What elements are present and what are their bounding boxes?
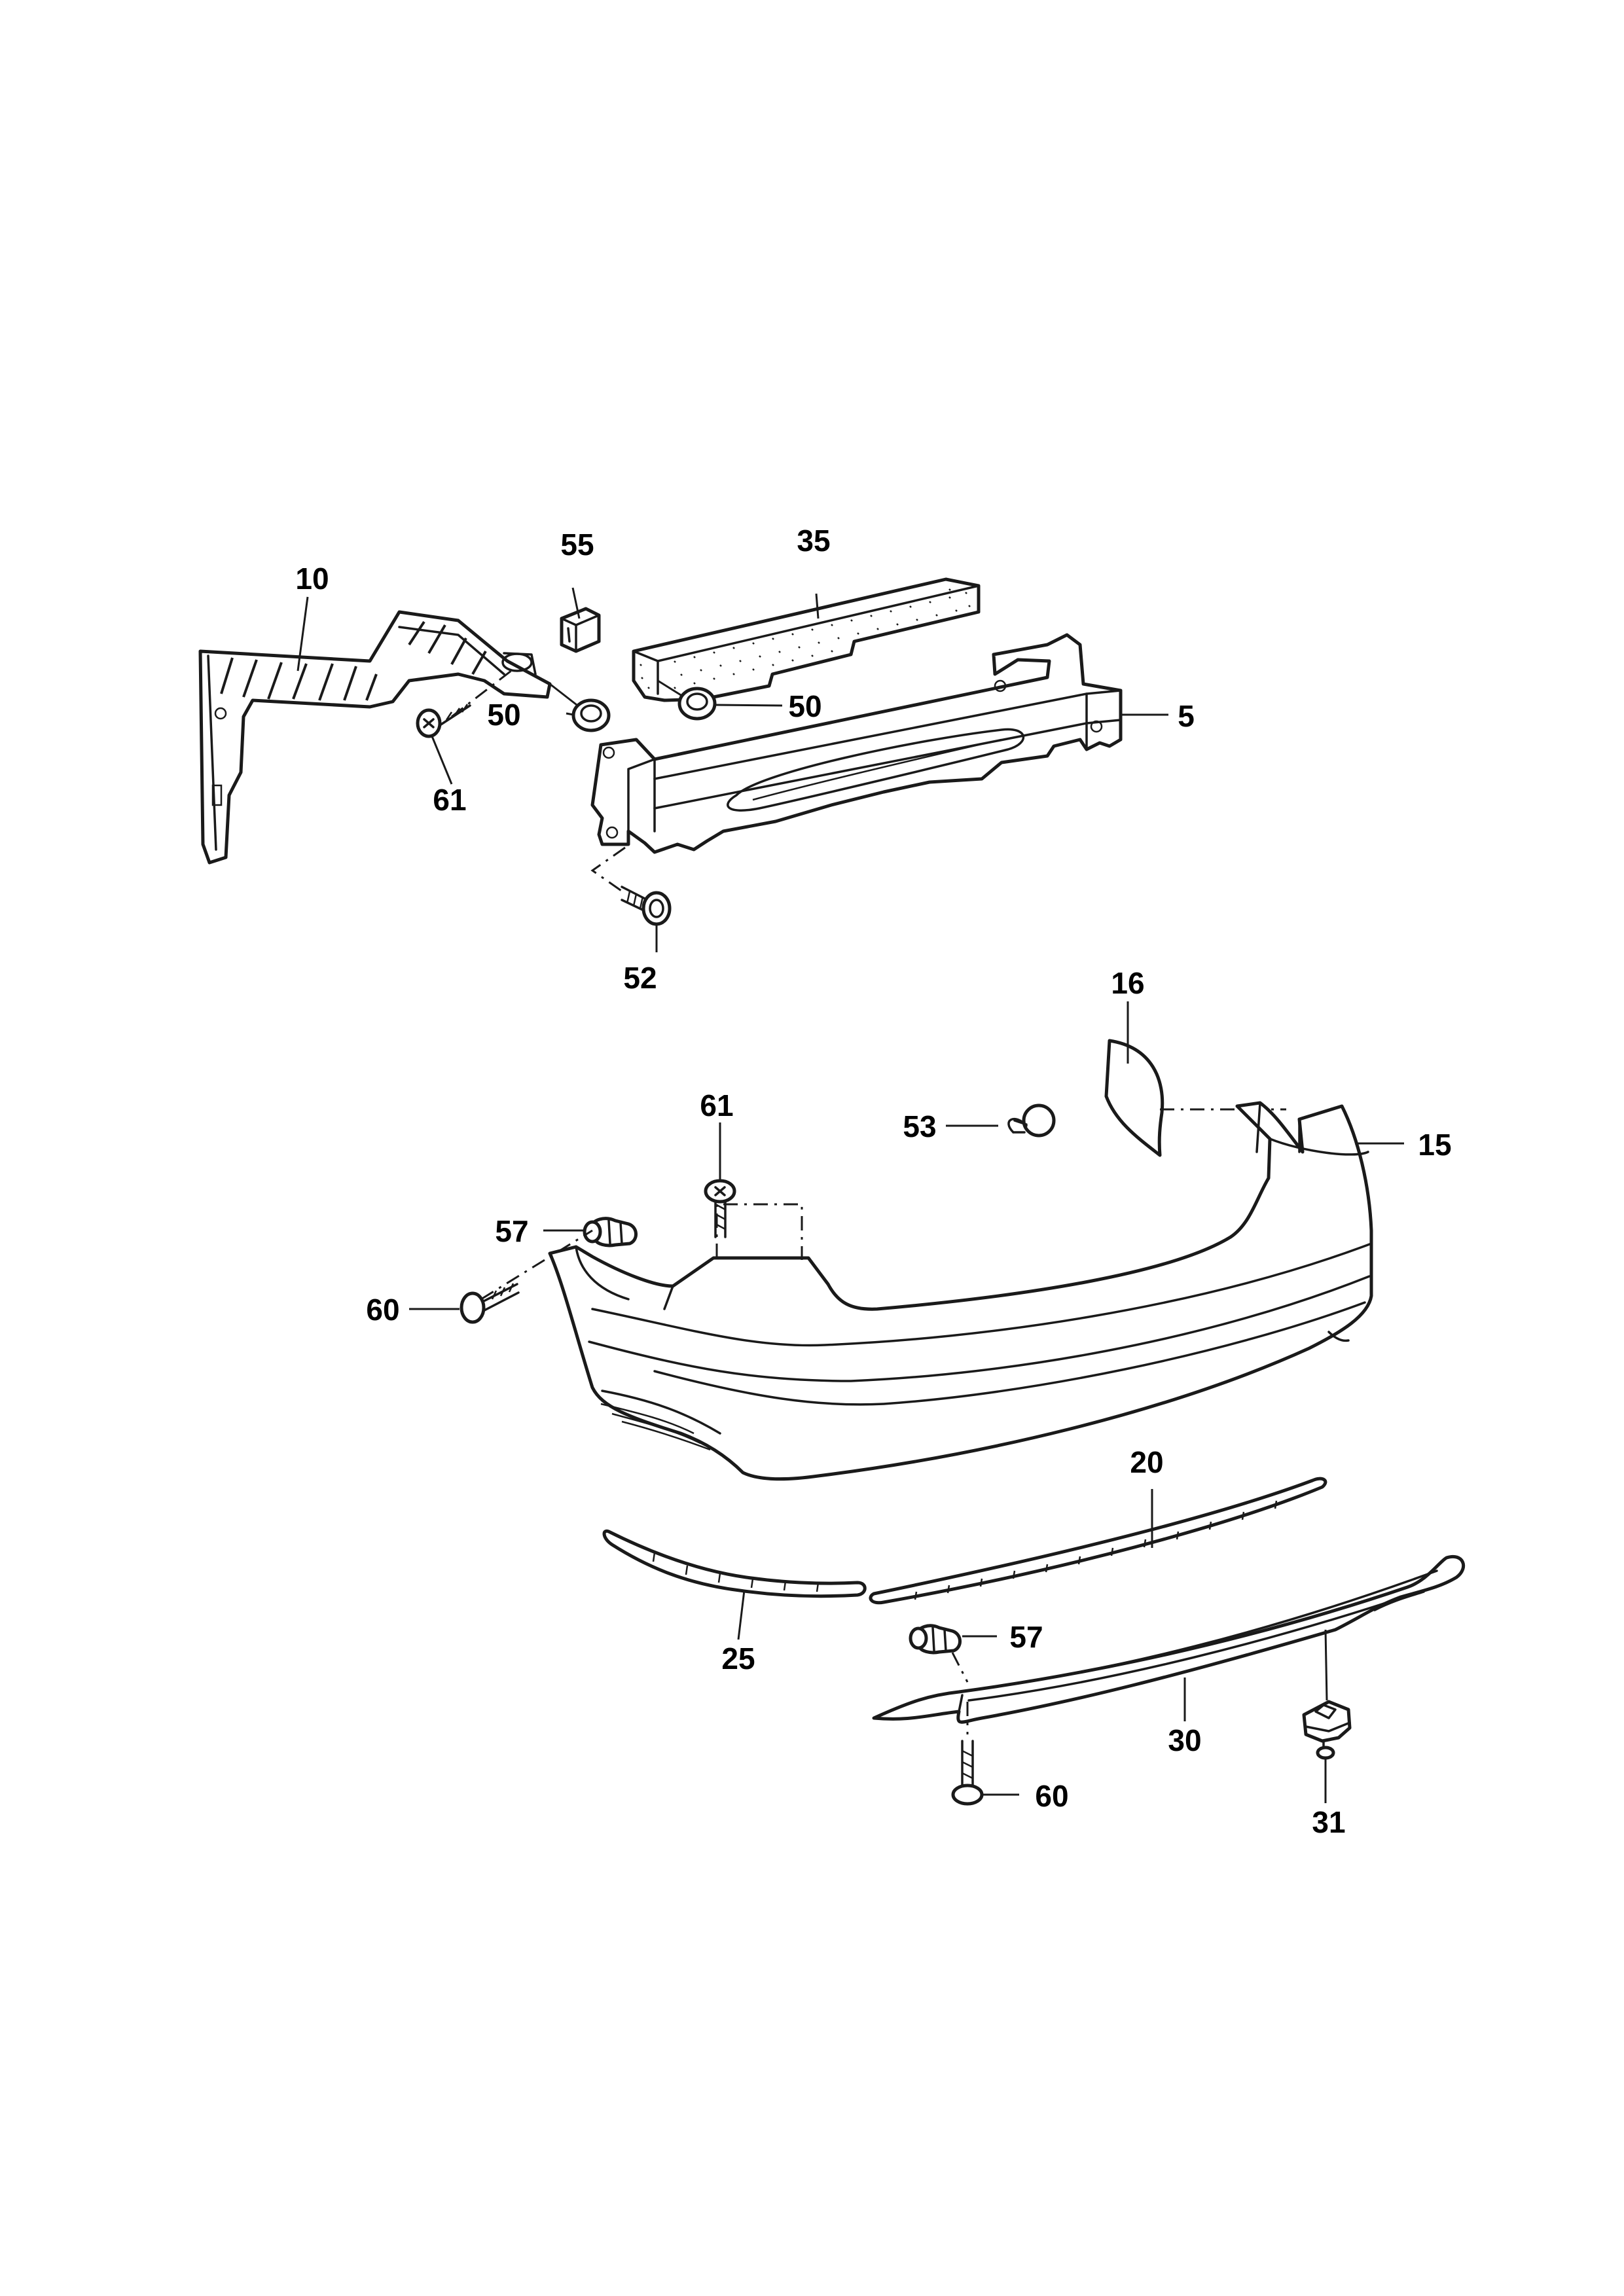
label-53: 53 xyxy=(903,1109,936,1143)
part-35-absorber xyxy=(632,577,981,702)
label-50-left: 50 xyxy=(487,698,520,732)
label-61-bottom: 61 xyxy=(700,1088,733,1122)
leader-lines xyxy=(297,587,1404,1803)
label-57-top: 57 xyxy=(495,1214,528,1248)
label-52: 52 xyxy=(623,961,657,995)
label-10: 10 xyxy=(295,562,329,596)
part-53-cap xyxy=(1007,1103,1056,1138)
part-25-molding xyxy=(602,1529,867,1598)
part-61-screw-bottom xyxy=(704,1179,736,1238)
label-61-top: 61 xyxy=(433,783,466,817)
callout-labels: 10 55 35 50 50 5 61 52 16 61 53 15 57 60… xyxy=(295,524,1451,1839)
label-15: 15 xyxy=(1418,1128,1451,1162)
part-30-diffuser xyxy=(872,1554,1466,1724)
part-5-beam xyxy=(590,633,1123,854)
part-57-clip-bottom xyxy=(909,1624,969,1683)
absorber-texture xyxy=(640,588,971,689)
part-57-clip-top xyxy=(583,1217,638,1247)
label-5: 5 xyxy=(1178,699,1195,733)
label-50-right: 50 xyxy=(788,689,821,723)
part-16-panel xyxy=(1104,1039,1286,1157)
label-30: 30 xyxy=(1168,1723,1201,1757)
part-10-bracket xyxy=(198,610,552,865)
part-50-nut-left xyxy=(549,683,611,732)
part-60-screw-top xyxy=(460,1229,593,1324)
part-50-nut-right xyxy=(657,679,717,721)
part-61-screw-top xyxy=(416,665,518,738)
part-20-molding xyxy=(869,1477,1327,1605)
part-55-clip xyxy=(560,607,601,653)
label-16: 16 xyxy=(1111,966,1144,1000)
label-55: 55 xyxy=(560,528,594,562)
label-25: 25 xyxy=(721,1641,755,1676)
label-20: 20 xyxy=(1130,1445,1163,1479)
label-35: 35 xyxy=(797,524,830,558)
label-31: 31 xyxy=(1312,1805,1345,1839)
part-15-bumper-cover xyxy=(548,1101,1373,1481)
label-60-top: 60 xyxy=(366,1293,399,1327)
label-60-bottom: 60 xyxy=(1035,1779,1068,1813)
label-57-bottom: 57 xyxy=(1009,1620,1043,1654)
part-31-clip xyxy=(1302,1700,1352,1760)
part-52-bolt xyxy=(590,846,672,926)
